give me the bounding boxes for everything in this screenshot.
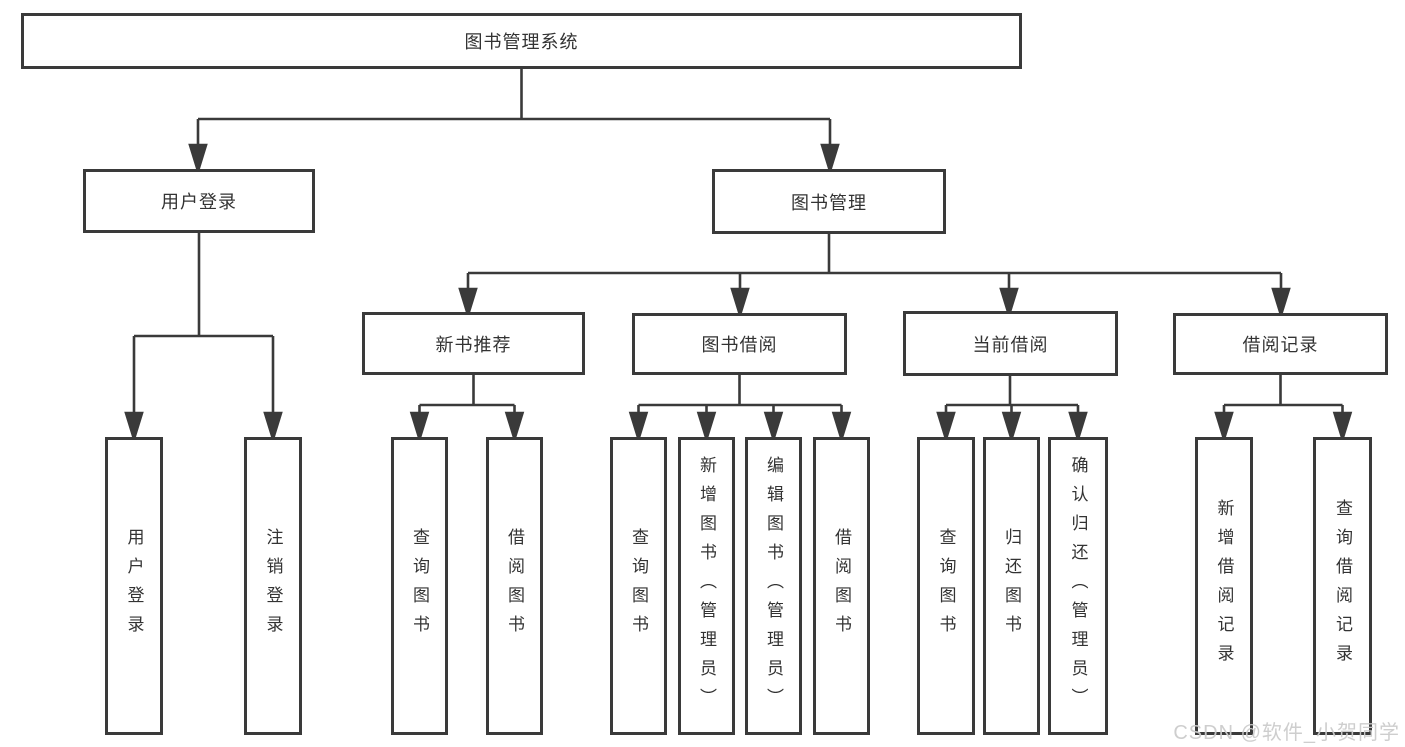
- leaf-logout-label: 注销登录: [263, 528, 283, 644]
- leaf-query-books-borrow-label: 查询图书: [629, 528, 648, 644]
- leaf-query-borrow-record-label: 查询借阅记录: [1333, 499, 1352, 673]
- leaf-edit-book-admin-label: 编辑图书（管理员）: [764, 455, 783, 717]
- node-book-management: 图书管理: [712, 169, 946, 234]
- leaf-borrow-books: 借阅图书: [813, 437, 870, 735]
- node-new-book-recommend: 新书推荐: [362, 312, 585, 375]
- leaf-confirm-return-admin: 确认归还（管理员）: [1048, 437, 1108, 735]
- node-book-borrow: 图书借阅: [632, 313, 847, 375]
- node-borrow-records: 借阅记录: [1173, 313, 1388, 375]
- leaf-confirm-return-admin-label: 确认归还（管理员）: [1068, 455, 1088, 717]
- leaf-logout: 注销登录: [244, 437, 302, 735]
- leaf-query-books-current-label: 查询图书: [936, 528, 956, 644]
- leaf-add-book-admin: 新增图书（管理员）: [678, 437, 735, 735]
- leaf-borrow-books-recommend-label: 借阅图书: [505, 528, 524, 644]
- leaf-return-book: 归还图书: [983, 437, 1040, 735]
- leaf-borrow-books-recommend: 借阅图书: [486, 437, 543, 735]
- leaf-user-login: 用户登录: [105, 437, 163, 735]
- node-book-borrow-label: 图书借阅: [701, 335, 778, 355]
- node-root-system: 图书管理系统: [21, 13, 1022, 69]
- node-borrow-records-label: 借阅记录: [1242, 335, 1319, 355]
- leaf-query-borrow-record: 查询借阅记录: [1313, 437, 1372, 735]
- node-current-borrow-label: 当前借阅: [972, 334, 1049, 355]
- leaf-return-book-label: 归还图书: [1002, 528, 1021, 644]
- leaf-query-books-recommend: 查询图书: [391, 437, 448, 735]
- leaf-query-books-current: 查询图书: [917, 437, 975, 735]
- node-user-login-label: 用户登录: [161, 192, 237, 212]
- leaf-query-books-borrow: 查询图书: [610, 437, 667, 735]
- leaf-add-borrow-record: 新增借阅记录: [1195, 437, 1253, 735]
- leaf-edit-book-admin: 编辑图书（管理员）: [745, 437, 802, 735]
- node-user-login: 用户登录: [83, 169, 315, 233]
- leaf-user-login-label: 用户登录: [124, 528, 144, 644]
- node-root-label: 图书管理系统: [464, 32, 579, 52]
- leaf-add-borrow-record-label: 新增借阅记录: [1214, 499, 1234, 673]
- node-current-borrow: 当前借阅: [903, 311, 1118, 376]
- leaf-add-book-admin-label: 新增图书（管理员）: [697, 455, 716, 717]
- leaf-query-books-recommend-label: 查询图书: [410, 528, 429, 644]
- node-new-book-recommend-label: 新书推荐: [435, 334, 512, 355]
- node-book-management-label: 图书管理: [791, 192, 867, 213]
- leaf-borrow-books-label: 借阅图书: [832, 528, 851, 644]
- csdn-watermark: CSDN @软件_小贺同学: [1173, 722, 1400, 744]
